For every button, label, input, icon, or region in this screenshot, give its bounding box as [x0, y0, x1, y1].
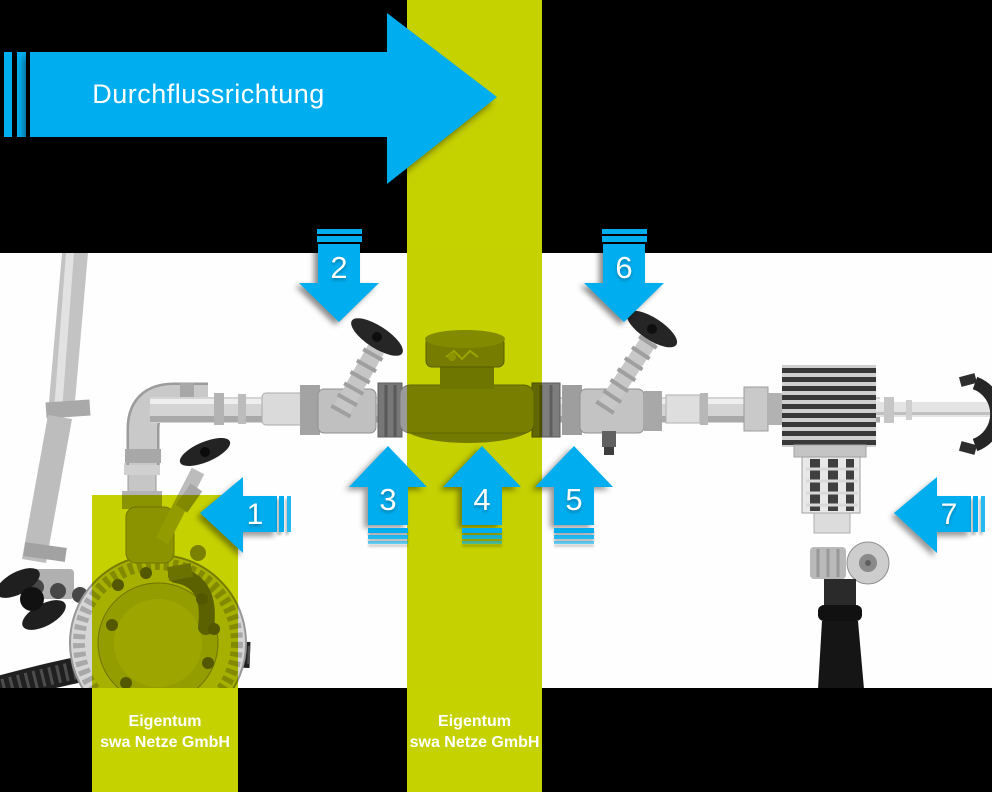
ownership-label-meter: Eigentum swa Netze GmbH — [407, 688, 542, 792]
up-arrow-icon — [443, 446, 521, 525]
marker-7-arrow: 7 — [894, 477, 986, 553]
pipe-clamp-illustration — [884, 373, 992, 455]
marker-1-arrow: 1 — [200, 477, 292, 553]
marker-4-arrow: 4 — [443, 446, 521, 546]
flow-arrow-stripe-icon — [17, 52, 26, 137]
down-arrow-icon — [584, 228, 664, 322]
marker-6-arrow: 6 — [584, 228, 664, 322]
arrow-stripe-icon — [368, 535, 408, 539]
marker-number: 7 — [940, 497, 958, 531]
arrow-stripe-icon — [973, 496, 978, 532]
arrow-stripe-icon — [462, 541, 502, 544]
ownership-label-line2: swa Netze GmbH — [409, 734, 540, 751]
arrow-stripe-icon — [602, 236, 647, 242]
up-arrow-icon — [535, 446, 613, 525]
arrow-stripe-icon — [554, 535, 594, 539]
marker-number: 4 — [473, 482, 491, 517]
left-arrow-icon — [200, 477, 277, 553]
marker-number: 1 — [246, 497, 264, 531]
marker-number: 6 — [615, 250, 633, 285]
flow-arrow-stripe-icon — [4, 52, 12, 137]
flow-direction-label: Durchflussrichtung — [92, 79, 325, 109]
marker-5-arrow: 5 — [535, 446, 613, 546]
shutoff-valve-before-meter-illustration — [300, 318, 403, 435]
shutoff-valve-after-meter-illustration — [562, 310, 678, 455]
ownership-label-line1: Eigentum — [438, 713, 511, 730]
arrow-stripe-icon — [462, 535, 502, 539]
down-arrow-icon — [299, 228, 379, 322]
marker-2-arrow: 2 — [299, 228, 379, 322]
arrow-stripe-icon — [602, 229, 647, 234]
pressure-reducer-filter-illustration — [782, 365, 890, 688]
supply-riser-pipe-illustration — [22, 253, 91, 603]
marker-3-arrow: 3 — [349, 446, 427, 546]
arrow-stripe-icon — [279, 496, 284, 532]
ownership-band-connection-overlay — [92, 495, 238, 688]
ownership-label-line2: swa Netze GmbH — [100, 734, 230, 751]
arrow-stripe-icon — [554, 528, 594, 533]
arrow-stripe-icon — [981, 496, 985, 532]
marker-number: 3 — [379, 482, 397, 517]
arrow-stripe-icon — [368, 541, 408, 544]
ball-valve-lever-illustration — [0, 568, 66, 630]
arrow-stripe-icon — [462, 528, 502, 533]
ownership-label-line1: Eigentum — [128, 713, 202, 730]
flow-direction-arrow: Durchflussrichtung — [4, 13, 504, 184]
arrow-stripe-icon — [317, 229, 362, 234]
up-arrow-icon — [349, 446, 427, 525]
arrow-stripe-icon — [554, 541, 594, 544]
arrow-stripe-icon — [317, 236, 362, 242]
marker-number: 5 — [565, 482, 583, 517]
arrow-stripe-icon — [287, 496, 291, 532]
marker-number: 2 — [330, 250, 348, 285]
ownership-label-connection: Eigentum swa Netze GmbH — [92, 688, 238, 792]
left-arrow-icon — [894, 477, 971, 553]
arrow-stripe-icon — [368, 528, 408, 533]
right-arrow-icon — [30, 13, 497, 184]
